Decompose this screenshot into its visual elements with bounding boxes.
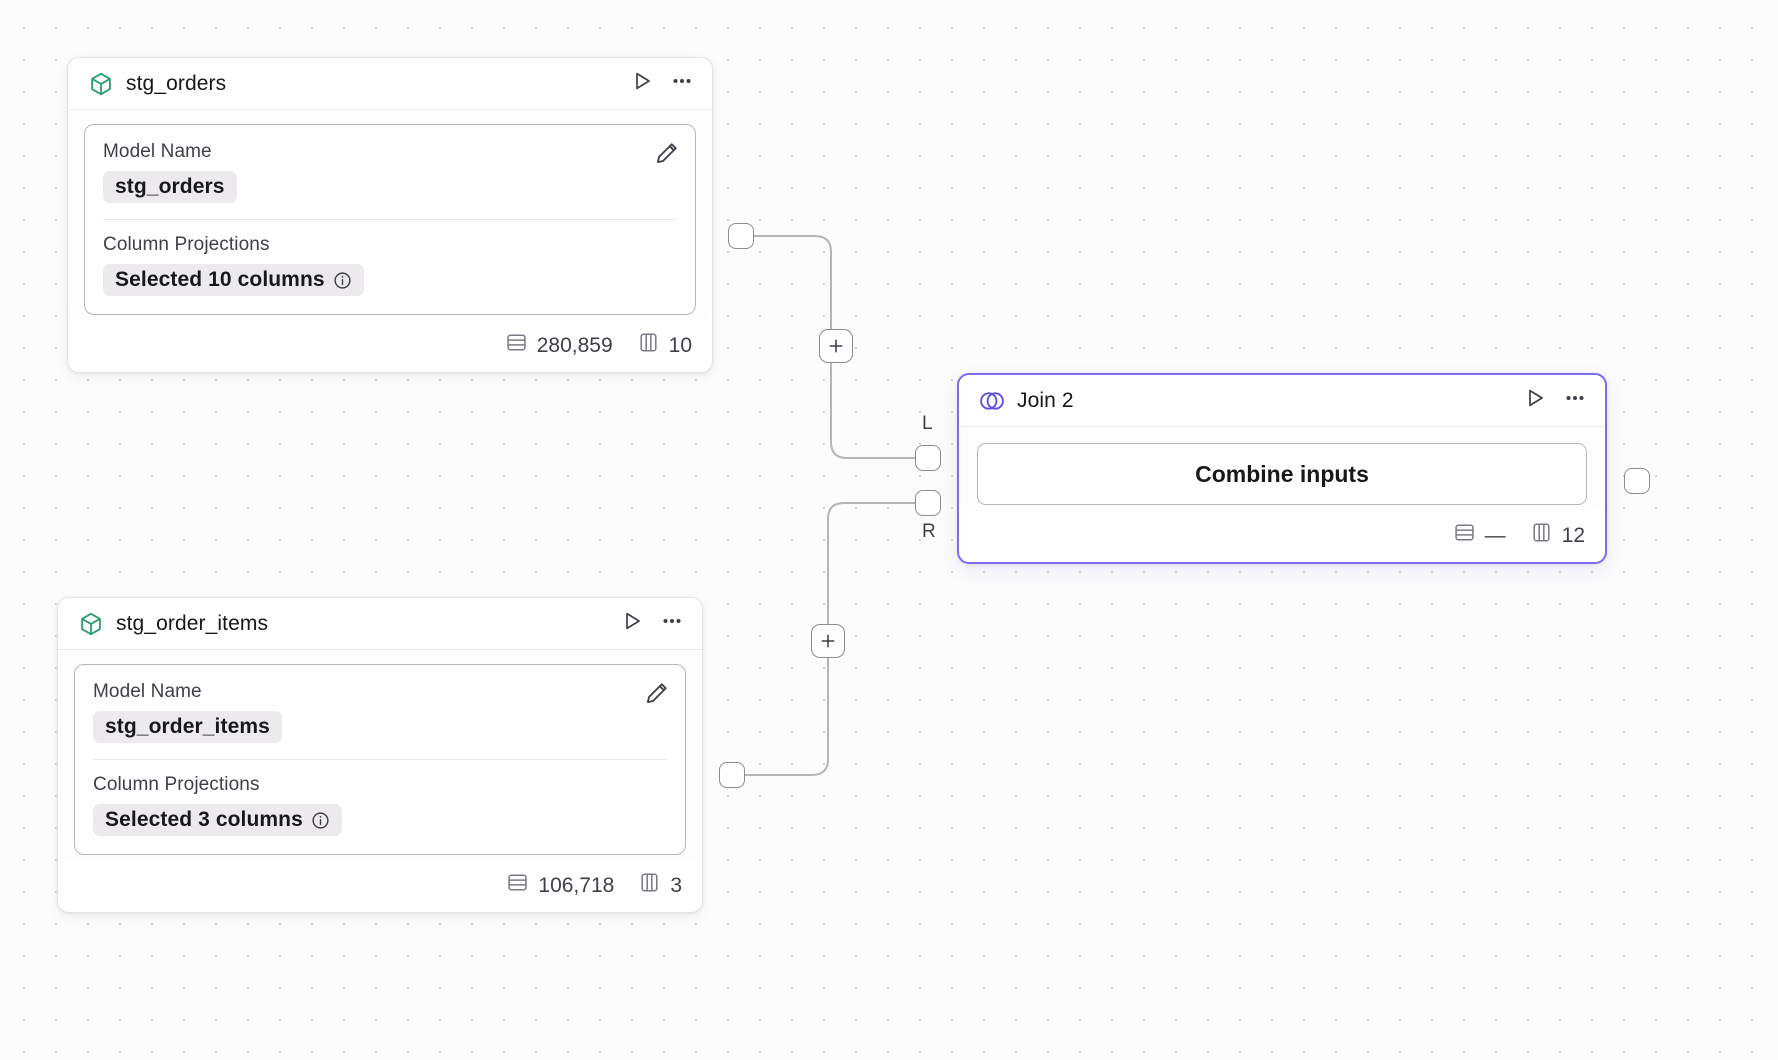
column-projections-value[interactable]: Selected 10 columns [103,264,364,296]
node-footer: 106,718 3 [58,861,702,912]
node-title: stg_orders [126,71,227,95]
node-stg-order-items[interactable]: stg_order_items [57,597,703,913]
model-name-label: Model Name [93,681,202,702]
column-projections-text: Selected 3 columns [105,808,303,831]
more-options-icon[interactable] [660,609,684,638]
model-name-value[interactable]: stg_orders [103,171,237,203]
target-handle-join-right[interactable] [915,490,941,516]
node-join-2[interactable]: Join 2 Combine inputs [957,373,1607,564]
edge-add-button-left[interactable] [819,329,853,363]
node-stg-orders[interactable]: stg_orders [67,57,713,373]
play-icon[interactable] [1523,386,1547,415]
column-count-value: 10 [668,333,692,357]
node-body: Combine inputs [959,427,1605,511]
column-projections-label: Column Projections [93,774,260,795]
row-count-value: 280,859 [536,333,613,357]
column-projections-text: Selected 10 columns [115,268,325,291]
source-handle-stg-orders[interactable] [728,223,754,249]
plus-icon [821,634,835,648]
row-count-stat: 106,718 [506,871,614,900]
row-count-stat: 280,859 [505,331,613,360]
columns-icon [1530,521,1553,550]
more-options-icon[interactable] [1563,386,1587,415]
cube-icon [78,611,104,637]
column-count-value: 3 [670,873,682,897]
node-header: stg_order_items [58,598,702,650]
pencil-icon[interactable] [643,679,671,707]
column-projections-label: Column Projections [103,234,270,255]
card-divider [93,759,667,760]
play-icon[interactable] [620,609,644,638]
model-name-value[interactable]: stg_order_items [93,711,282,743]
cube-icon [88,71,114,97]
column-projections-value[interactable]: Selected 3 columns [93,804,342,836]
rows-icon [505,331,528,360]
info-icon[interactable] [333,271,352,290]
column-count-stat: 12 [1530,521,1585,550]
column-count-value: 12 [1561,523,1585,547]
more-options-icon[interactable] [670,69,694,98]
node-body: Model Name stg_order_items Column Projec… [58,650,702,861]
node-header: Join 2 [959,375,1605,427]
plus-icon [829,339,843,353]
port-label-left: L [922,413,933,434]
model-config-card: Model Name stg_order_items Column Projec… [74,664,686,855]
pencil-icon[interactable] [653,139,681,167]
column-count-stat: 10 [637,331,692,360]
port-label-right: R [922,521,936,542]
node-footer: — 12 [959,511,1605,562]
rows-icon [506,871,529,900]
node-title: stg_order_items [116,611,269,635]
info-icon[interactable] [311,811,330,830]
node-header: stg_orders [68,58,712,110]
rows-icon [1453,521,1476,550]
node-title: Join 2 [1017,388,1074,412]
combine-inputs-button[interactable]: Combine inputs [977,443,1587,505]
model-config-card: Model Name stg_orders Column Projections… [84,124,696,315]
columns-icon [637,331,660,360]
row-count-value: 106,718 [538,873,615,897]
row-count-stat: — [1453,521,1506,550]
edge-add-button-right[interactable] [811,624,845,658]
venn-icon [979,388,1005,414]
play-icon[interactable] [630,69,654,98]
model-name-label: Model Name [103,141,212,162]
card-divider [103,219,677,220]
node-body: Model Name stg_orders Column Projections… [68,110,712,321]
node-footer: 280,859 10 [68,321,712,372]
source-handle-stg-order-items[interactable] [719,762,745,788]
columns-icon [638,871,661,900]
target-handle-join-left[interactable] [915,445,941,471]
source-handle-join-2[interactable] [1624,468,1650,494]
row-count-value: — [1484,523,1506,547]
column-count-stat: 3 [638,871,682,900]
